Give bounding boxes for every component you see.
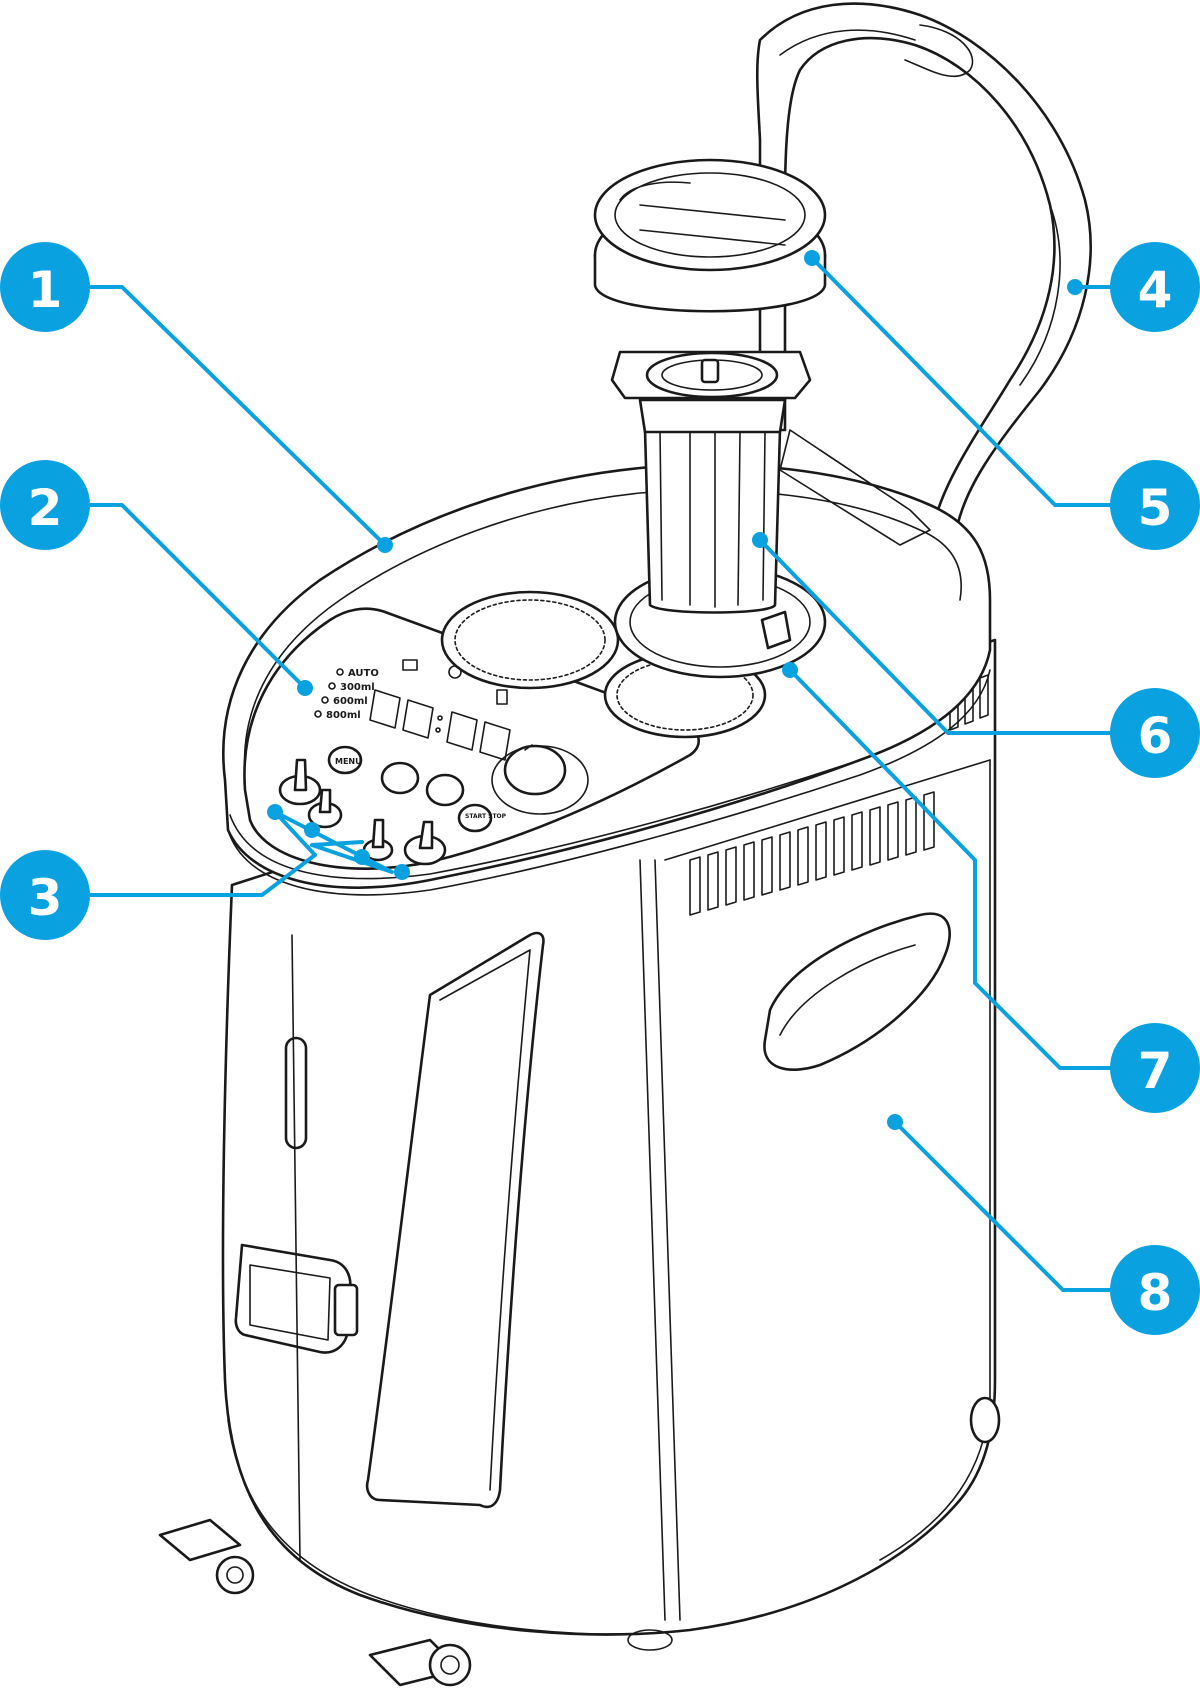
callout-4: 4 — [1110, 242, 1200, 332]
callout-5-label: 5 — [1138, 479, 1173, 537]
filter-cap — [593, 158, 827, 313]
callout-2-label: 2 — [28, 479, 63, 537]
callout-7: 7 — [1110, 1023, 1200, 1113]
panel-buttons: MENU START STOP — [327, 745, 507, 833]
mode-list: AUTO 300ml 600ml 800ml — [314, 668, 379, 721]
menu-button[interactable] — [327, 745, 363, 775]
callout-6: 6 — [1110, 688, 1200, 778]
control-panel: AUTO 300ml 600ml 800ml MENU — [278, 659, 589, 866]
lid — [755, 2, 1092, 547]
main-body — [221, 638, 997, 1636]
callout-4-label: 4 — [1138, 261, 1173, 319]
mode-600ml: 600ml — [333, 696, 368, 707]
callout-7-label: 7 — [1138, 1042, 1173, 1100]
callout-2: 2 — [0, 460, 90, 550]
callout-1-label: 1 — [28, 261, 63, 319]
valve-taps — [278, 758, 447, 866]
callout-8-label: 8 — [1138, 1264, 1173, 1322]
start-stop-button[interactable] — [457, 803, 493, 833]
dial-knob[interactable] — [491, 744, 589, 815]
mode-800ml: 800ml — [326, 710, 361, 721]
minus-button[interactable] — [380, 761, 420, 795]
start-stop-button-label: START STOP — [465, 813, 507, 820]
callout-8: 8 — [1110, 1245, 1200, 1335]
callout-3: 3 — [0, 850, 90, 940]
segment-display — [369, 659, 511, 761]
menu-button-label: MENU — [335, 757, 362, 766]
mode-300ml: 300ml — [340, 682, 375, 693]
callout-6-label: 6 — [1138, 707, 1173, 765]
callout-5: 5 — [1110, 460, 1200, 550]
mode-auto: AUTO — [348, 668, 379, 679]
plus-button[interactable] — [425, 773, 465, 807]
callout-3-label: 3 — [28, 869, 63, 927]
leaders — [88, 250, 1112, 1292]
casters — [158, 1396, 1001, 1687]
filter-column — [610, 350, 812, 650]
callout-1: 1 — [0, 242, 90, 332]
